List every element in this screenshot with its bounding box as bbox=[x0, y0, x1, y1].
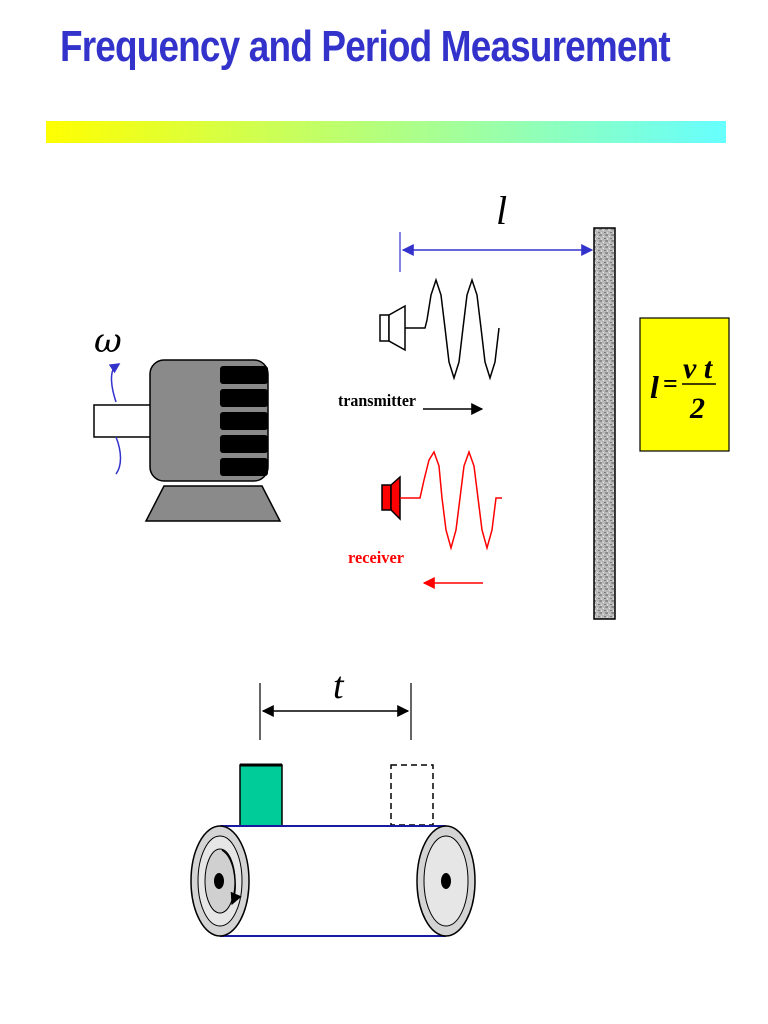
transmitter-speaker-icon bbox=[379, 304, 406, 352]
motor-base bbox=[144, 485, 282, 522]
omega-label: ω bbox=[94, 321, 122, 361]
pulley-rotation-arrow-icon bbox=[221, 849, 242, 906]
reflecting-wall bbox=[593, 227, 616, 620]
transmitted-wave bbox=[405, 277, 500, 381]
motor-cooling-fins bbox=[220, 366, 268, 476]
left-pulley-icon bbox=[190, 825, 250, 937]
receiver-label: receiver bbox=[348, 548, 404, 567]
object-box bbox=[239, 764, 283, 827]
rotation-arrow-icon bbox=[108, 363, 122, 475]
conveyor-belt-body bbox=[220, 826, 446, 936]
motor: ω bbox=[93, 321, 282, 522]
right-pulley-icon bbox=[416, 825, 476, 937]
motor-shaft bbox=[93, 404, 153, 438]
slide-title: Frequency and Period Measurement bbox=[60, 22, 671, 71]
time-label: t bbox=[333, 665, 345, 707]
formula-lhs: l bbox=[650, 369, 659, 405]
distance-formula: l = v t 2 bbox=[639, 317, 730, 452]
echo-measurement: l transmitter receiver bbox=[338, 188, 616, 620]
formula-equals: = bbox=[663, 369, 678, 398]
formula-denominator: 2 bbox=[689, 392, 705, 425]
transmitter-label: transmitter bbox=[338, 391, 416, 410]
title-gradient-bar bbox=[46, 121, 726, 143]
object-box-later-position bbox=[390, 764, 434, 826]
distance-label: l bbox=[496, 188, 507, 233]
conveyor: t bbox=[190, 665, 476, 937]
receiver-speaker-icon bbox=[381, 475, 401, 521]
formula-numerator: v t bbox=[683, 352, 714, 385]
received-wave bbox=[400, 449, 502, 551]
